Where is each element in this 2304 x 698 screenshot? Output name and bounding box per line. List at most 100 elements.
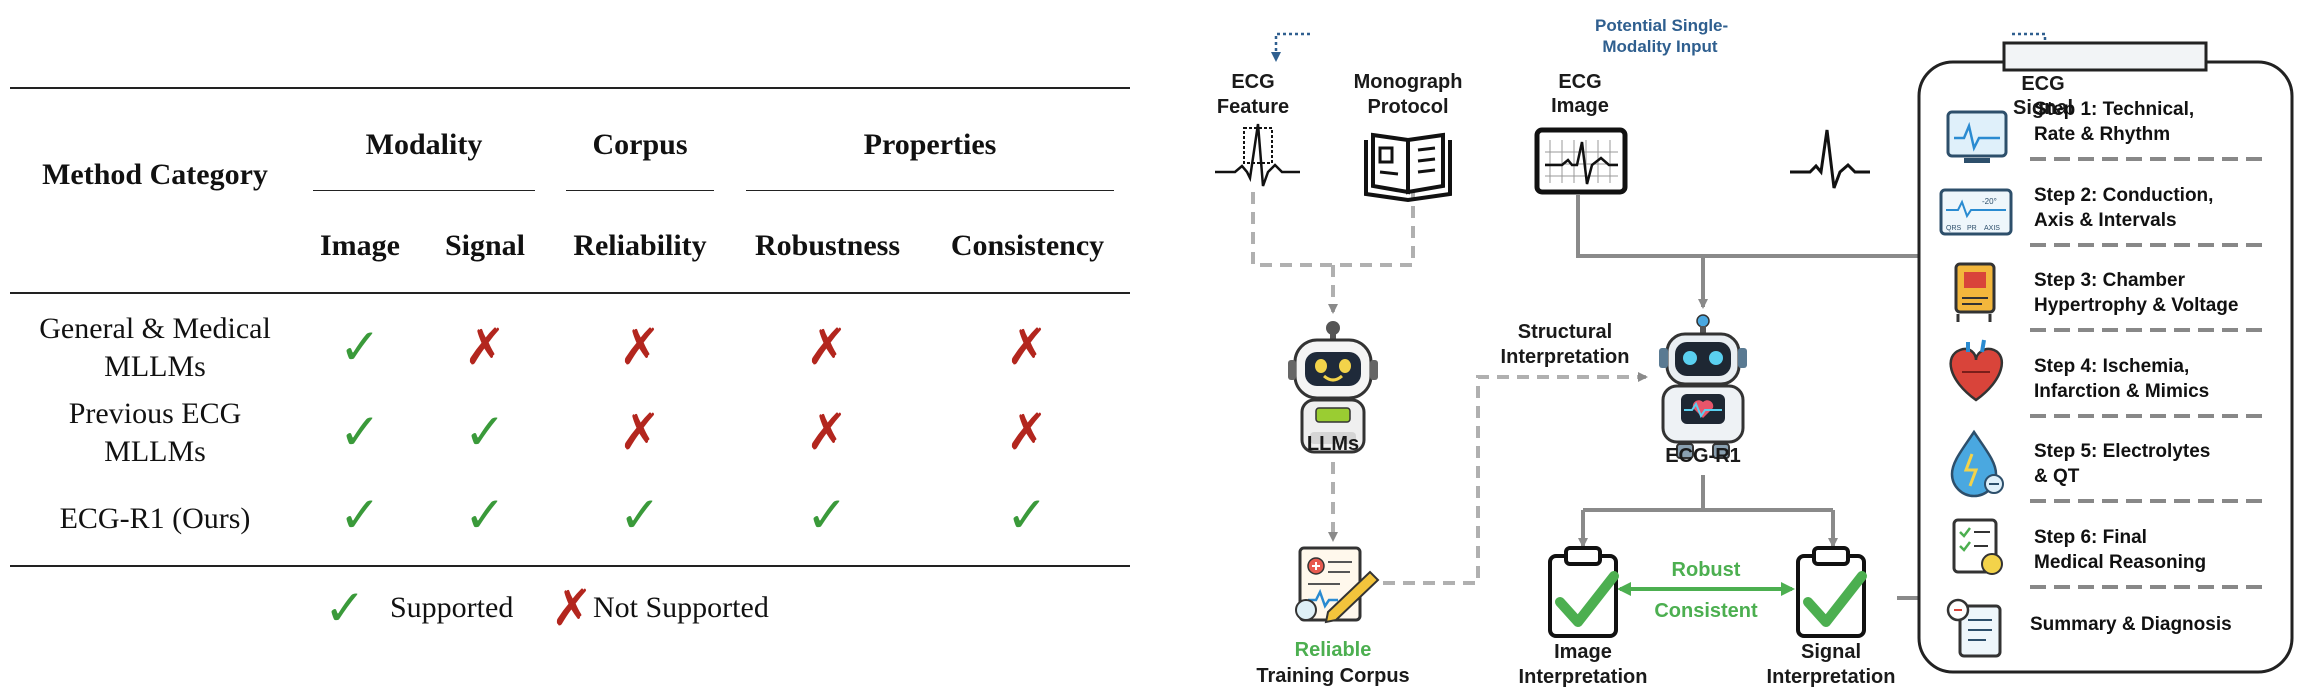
ecg-feature-label-1: ECG [1231, 71, 1275, 93]
ecg-image-label-1: ECG [1558, 71, 1602, 93]
row-previous-label-2: MLLMs [104, 435, 206, 468]
ecg-signal-label-1: ECG [2021, 73, 2065, 95]
cross-icon: ✗ [619, 404, 661, 460]
diagnosis-report-icon [1946, 598, 2002, 658]
ecg-feature-icon [1215, 123, 1300, 187]
check-icon: ✓ [806, 487, 848, 543]
col-consistency-header: Consistency [950, 229, 1105, 262]
check-icon: ✓ [464, 487, 506, 543]
cross-icon: ✗ [1006, 404, 1048, 460]
step-4-line-1: Step 4: Ischemia, [2034, 356, 2190, 377]
step-2-line-2: Axis & Intervals [2034, 210, 2177, 231]
image-interpretation-label-2: Interpretation [1518, 666, 1648, 688]
potential-input-label-1: Potential Single- [1595, 16, 1729, 35]
row-ours-label: ECG-R1 (Ours) [59, 502, 251, 535]
col-signal-header: Signal [444, 229, 526, 262]
step-5-line-2: & QT [2034, 466, 2080, 487]
ecg-signal-label-2: Signal [2012, 97, 2073, 119]
table-bottom-rule [10, 565, 1130, 567]
cross-icon: ✗ [464, 319, 506, 375]
svg-text:AXIS: AXIS [1984, 225, 2000, 232]
llm-robot-icon [1288, 321, 1378, 454]
step-panel-tab [2002, 41, 2208, 72]
heart-icon [1949, 339, 2004, 402]
reasoning-clipboard-icon [1952, 518, 2003, 575]
ecg-strip-icon: QRS PR AXIS -20° [1939, 188, 2013, 236]
cross-icon: ✗ [1006, 319, 1048, 375]
corpus-group-header: Corpus [592, 128, 688, 161]
cross-icon: ✗ [806, 319, 848, 375]
ecg-signal-icon [1790, 129, 1870, 189]
row-general-label-2: MLLMs [104, 350, 206, 383]
signal-interpretation-label-1: Signal [1800, 641, 1861, 663]
check-icon: ✓ [464, 404, 506, 460]
col-robustness-header: Robustness [754, 229, 901, 262]
modality-group-header: Modality [365, 128, 483, 161]
step-5-line-1: Step 5: Electrolytes [2034, 441, 2211, 462]
cross-icon: ✗ [619, 319, 661, 375]
llms-label: LLMs [1306, 433, 1360, 455]
legend-check-icon: ✓ [324, 580, 366, 636]
legend-cross-icon: ✗ [551, 580, 593, 636]
svg-text:QRS: QRS [1946, 225, 1962, 232]
properties-group-header: Properties [863, 128, 997, 161]
step-dividers [2030, 157, 2262, 589]
knowledge-to-llm-connector [1251, 192, 1648, 585]
step-2-line-1: Step 2: Conduction, [2034, 185, 2214, 206]
corpus-underline [566, 190, 714, 191]
structural-label-2: Interpretation [1500, 346, 1630, 368]
signal-interpretation-clipboard-icon [1796, 546, 1867, 638]
row-previous-label-1: Previous ECG [68, 397, 242, 430]
check-icon: ✓ [339, 319, 381, 375]
check-icon: ✓ [339, 404, 381, 460]
ecg-r1-robot-icon [1659, 314, 1747, 459]
signal-interpretation-label-2: Interpretation [1766, 666, 1896, 688]
legend-not-supported: Not Supported [593, 591, 769, 624]
step-6-line-2: Medical Reasoning [2034, 552, 2207, 573]
monograph-book-icon [1364, 132, 1452, 203]
ecg-image-label-2: Image [1551, 95, 1609, 117]
robust-label: Robust [1671, 559, 1741, 581]
reliable-label: Reliable [1294, 639, 1372, 661]
check-icon: ✓ [619, 487, 661, 543]
electrolyte-drop-icon [1950, 429, 2004, 498]
svg-text:-20°: -20° [1982, 197, 1997, 206]
monograph-label-1: Monograph [1353, 71, 1463, 93]
row-general-label-1: General & Medical [39, 312, 271, 345]
svg-text:PR: PR [1967, 225, 1977, 232]
step-6-line-1: Step 6: Final [2034, 527, 2147, 548]
chamber-icon [1954, 262, 1996, 322]
monograph-label-2: Protocol [1367, 96, 1449, 118]
check-icon: ✓ [1006, 487, 1048, 543]
method-category-header: Method Category [42, 158, 268, 191]
col-reliability-header: Reliability [573, 229, 707, 262]
ecgr1-label: ECG-R1 [1665, 445, 1741, 467]
legend-supported: Supported [390, 591, 514, 624]
properties-underline [746, 190, 1114, 191]
col-image-header: Image [320, 229, 400, 262]
comparison-table: Method Category Modality Corpus Properti… [0, 0, 1140, 698]
diagram-graphics: QRS PR AXIS -20° [1215, 32, 2294, 674]
modality-underline [313, 190, 535, 191]
image-interpretation-clipboard-icon [1548, 546, 1619, 638]
potential-input-label-2: Modality Input [1602, 37, 1718, 56]
cross-icon: ✗ [806, 404, 848, 460]
ecg-image-icon [1534, 127, 1628, 195]
check-icon: ✓ [339, 487, 381, 543]
ecg-r1-pipeline-diagram: QRS PR AXIS -20° [1200, 0, 2304, 698]
step-1-line-1: Step 1: Technical, [2034, 99, 2195, 120]
step-4-line-2: Infarction & Mimics [2034, 381, 2210, 402]
ecg-feature-label-2: Feature [1216, 96, 1290, 118]
table-mid-rule [10, 292, 1130, 294]
structural-label-1: Structural [1517, 321, 1613, 343]
training-corpus-label: Training Corpus [1256, 665, 1410, 687]
step-3-line-1: Step 3: Chamber [2034, 270, 2185, 291]
summary-diagnosis-label: Summary & Diagnosis [2030, 614, 2232, 635]
table-top-rule [10, 87, 1130, 89]
step-3-line-2: Hypertrophy & Voltage [2034, 295, 2239, 316]
training-corpus-icon [1295, 546, 1380, 624]
step-1-line-2: Rate & Rhythm [2034, 124, 2171, 145]
consistent-label: Consistent [1654, 600, 1758, 622]
monitor-icon [1946, 110, 2008, 163]
image-interpretation-label-1: Image [1554, 641, 1612, 663]
